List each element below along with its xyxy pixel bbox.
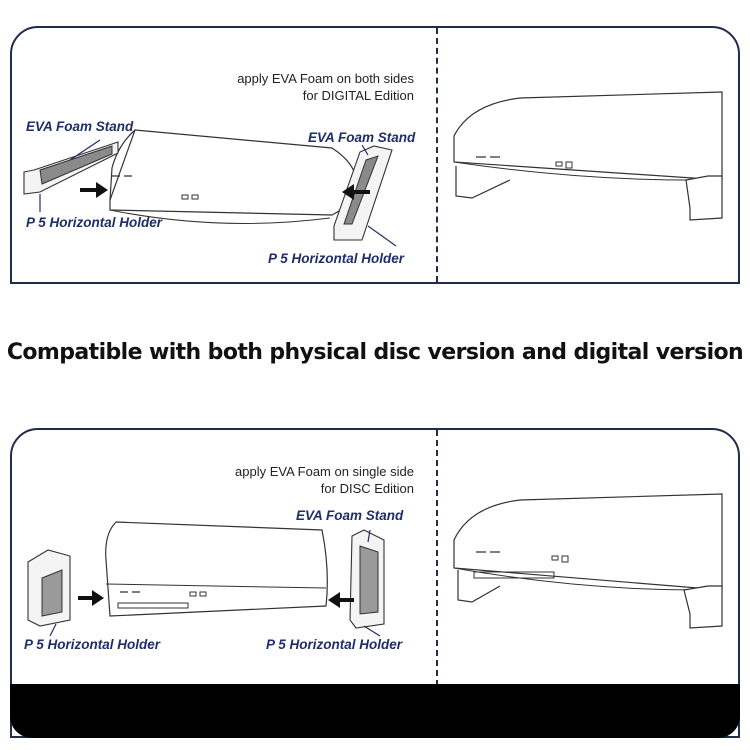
disc-note-line1: apply EVA Foam on single side xyxy=(235,464,414,479)
footer-bar xyxy=(10,684,740,738)
panel-divider xyxy=(436,430,438,736)
leader-line xyxy=(69,139,101,161)
digital-note-line2: for DIGITAL Edition xyxy=(302,88,414,103)
digital-note-line1: apply EVA Foam on both sides xyxy=(237,71,414,86)
foam-left-shape xyxy=(39,145,113,185)
assembled-console xyxy=(453,91,723,181)
label-eva-stand-right: EVA Foam Stand xyxy=(308,130,416,145)
panel-divider xyxy=(436,28,438,282)
disc-slot xyxy=(117,602,189,609)
digital-note: apply EVA Foam on both sides for DIGITAL… xyxy=(190,70,414,104)
label-holder-left-disc: P 5 Horizontal Holder xyxy=(24,637,161,652)
disc-note: apply EVA Foam on single side for DISC E… xyxy=(190,463,414,497)
arrow-left-icon-disc xyxy=(328,592,354,608)
disc-note-line2: for DISC Edition xyxy=(320,481,414,496)
label-holder-left: P 5 Horizontal Holder xyxy=(26,215,163,230)
headline: Compatible with both physical disc versi… xyxy=(6,340,744,365)
label-holder-right: P 5 Horizontal Holder xyxy=(268,251,405,266)
label-holder-right-disc: P 5 Horizontal Holder xyxy=(266,637,403,652)
label-eva-stand-left: EVA Foam Stand xyxy=(26,119,134,134)
disc-console-shell xyxy=(105,521,328,617)
arrow-right-icon-disc xyxy=(78,590,104,606)
digital-install-illustration xyxy=(23,91,723,247)
arrow-right-icon xyxy=(80,182,108,198)
arrow-left-icon xyxy=(342,184,370,200)
label-eva-stand-disc: EVA Foam Stand xyxy=(296,508,404,523)
assembled-disc-console xyxy=(453,493,723,591)
